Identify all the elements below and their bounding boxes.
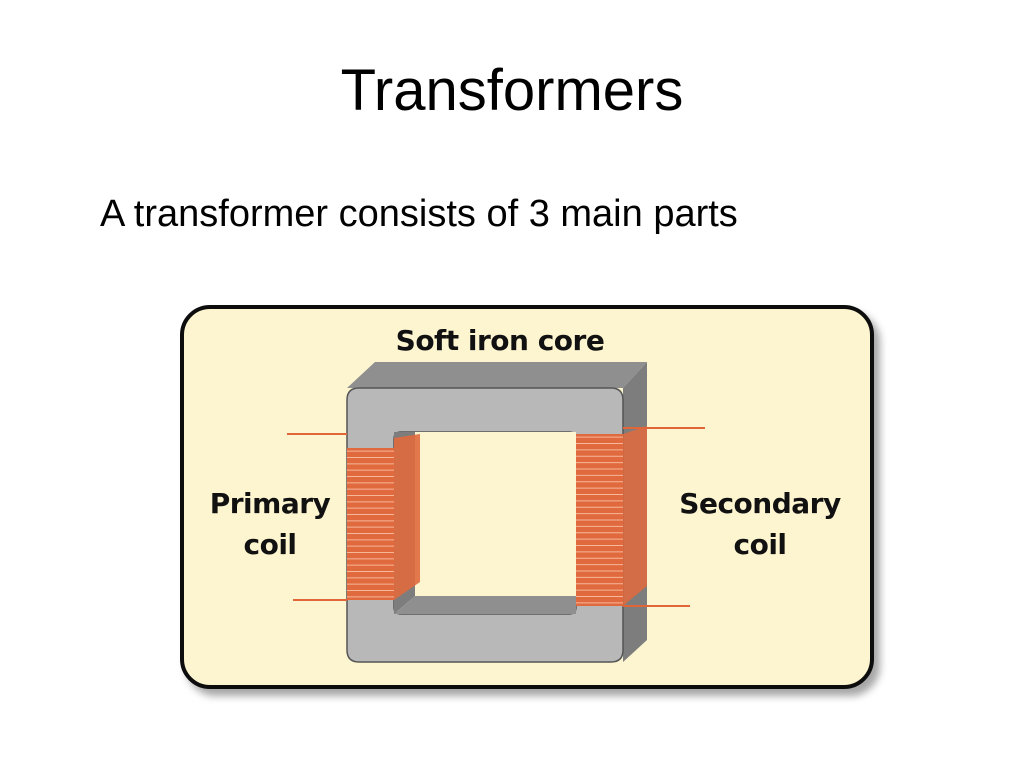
core-window bbox=[415, 432, 576, 596]
primary-coil-body bbox=[347, 448, 394, 600]
primary-coil bbox=[347, 434, 420, 600]
core-window-side-bottom bbox=[394, 596, 576, 614]
secondary-coil bbox=[576, 426, 647, 606]
slide-title: Transformers bbox=[340, 58, 684, 123]
slide-body-text: A transformer consists of 3 main parts bbox=[100, 193, 738, 235]
transformer-diagram: Soft iron core Primary coil Secondary co… bbox=[175, 300, 895, 720]
secondary-coil-label-line2: coil bbox=[733, 528, 786, 561]
primary-coil-side bbox=[394, 434, 420, 600]
core-label: Soft iron core bbox=[396, 324, 605, 357]
primary-coil-label-line1: Primary bbox=[210, 487, 331, 520]
primary-coil-label-line2: coil bbox=[243, 528, 296, 561]
secondary-coil-label-line1: Secondary bbox=[679, 487, 841, 520]
secondary-coil-side bbox=[623, 426, 647, 606]
core-top-face bbox=[347, 362, 647, 388]
